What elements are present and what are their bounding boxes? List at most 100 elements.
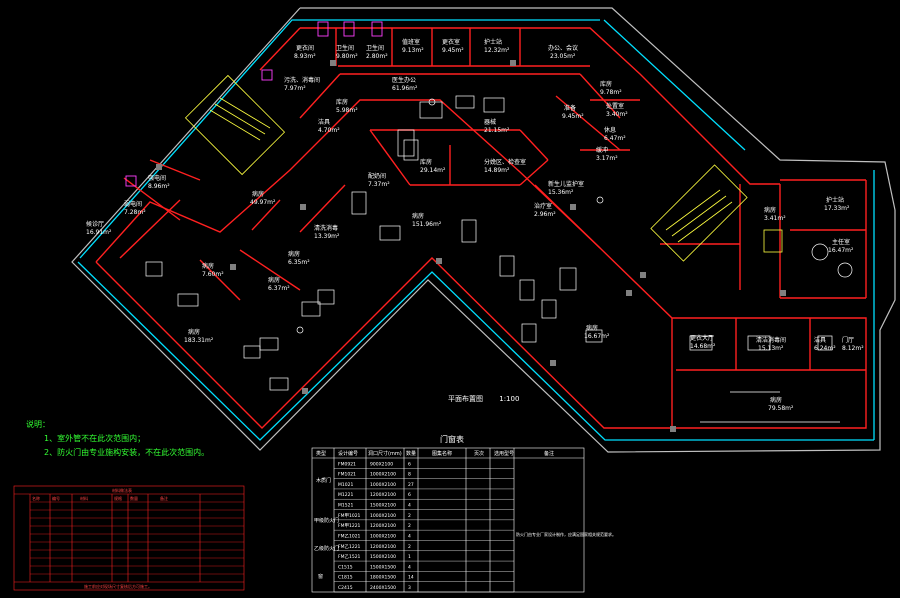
room-label: 缓冲 (596, 146, 608, 154)
room-area: 9.80m² (336, 53, 358, 60)
material-table-header: 规格 (114, 495, 122, 501)
table-header-count: 数量 (406, 450, 416, 457)
table-header-code: 设计编号 (338, 450, 358, 457)
room-label: 污洗、消毒间 (284, 76, 320, 84)
plan-title: 平面布置图 1:100 (448, 394, 519, 404)
room-label: 更衣大厅 (690, 334, 714, 342)
room-label: 库房 (336, 98, 348, 106)
room-label: 配奶间 (368, 172, 386, 180)
room-label: 休息 (604, 126, 616, 134)
room-labels: 更衣间 8.93m² 卫生间 9.80m² 卫生间 2.80m² 值班室 9.1… (86, 38, 864, 412)
room-label: 治疗室 (534, 202, 552, 210)
room-label: 清洁消毒间 (756, 336, 786, 344)
table-cell: 27 (408, 482, 414, 488)
room-area: 3.41m² (764, 215, 786, 222)
table-cell: 1000X2100 (370, 472, 396, 478)
table-cell: 2 (408, 513, 411, 519)
room-area: 13.39m² (314, 233, 340, 240)
table-cell: 1000X2100 (370, 482, 396, 488)
table-cell: 1500X1500 (370, 564, 396, 570)
table-cell: FM乙1021 (338, 532, 361, 539)
room-area: 15.13m² (758, 345, 784, 352)
room-label: 候诊厅 (86, 220, 104, 228)
room-area: 151.96m² (412, 221, 442, 228)
table-group-label: 木质门 (316, 477, 331, 484)
room-area: 6.35m² (288, 259, 310, 266)
table-cell: C1515 (338, 564, 353, 570)
room-area: 6.47m² (604, 135, 626, 142)
table-cell: FM乙1221 (338, 543, 361, 550)
room-label: 分娩区、检查室 (484, 158, 526, 166)
table-cell: 1200X2100 (370, 523, 396, 529)
material-table-header: 材料 (80, 495, 88, 501)
notes-heading: 说明： (26, 420, 50, 429)
room-area: 8.93m² (294, 53, 316, 60)
room-label: 新生儿监护室 (548, 180, 584, 188)
room-area: 15.36m² (548, 189, 574, 196)
room-label: 卫生间 (336, 44, 354, 52)
table-cell: FM甲1221 (338, 523, 361, 529)
room-area: 14.68m² (690, 343, 716, 350)
room-label: 主任室 (832, 238, 850, 246)
room-label: 处置室 (606, 102, 624, 110)
room-label: 门厅 (842, 336, 854, 344)
room-label: 护士站 (826, 196, 844, 204)
room-label: 病房 (764, 206, 776, 214)
room-label: 办公、会议 (548, 44, 578, 52)
door-table-title: 门窗表 (440, 435, 464, 444)
table-cell: 4 (408, 533, 411, 539)
room-area: 9.45m² (562, 113, 584, 120)
room-area: 79.58m² (768, 405, 794, 412)
table-cell: 1000X2100 (370, 513, 396, 519)
material-table (13, 485, 245, 591)
room-label: 准备 (564, 104, 576, 112)
material-table-header: 编号 (52, 495, 60, 501)
room-label: 库房 (420, 158, 432, 166)
room-area: 17.33m² (824, 205, 850, 212)
table-cell: FM1021 (338, 472, 356, 478)
table-cell: FM乙1521 (338, 553, 361, 560)
room-area: 16.67m² (584, 333, 610, 340)
table-cell: 8 (408, 472, 411, 478)
table-cell: 1500X2100 (370, 554, 396, 560)
material-table-rows (30, 501, 244, 575)
notes-block: 说明： 1、室外管不在此次范围内； 2、防火门由专业施构安装，不在此次范围内。 (14, 418, 209, 460)
room-label: 更衣室 (442, 38, 460, 46)
sanitary-fixtures (125, 21, 383, 187)
room-area: 16.91m² (86, 229, 112, 236)
table-cell: 2 (408, 544, 411, 550)
room-area: 9.13m² (402, 47, 424, 54)
room-label: 洁具 (814, 336, 826, 344)
room-label: 病房 (586, 324, 598, 332)
table-cell: C1815 (338, 575, 353, 581)
table-cell: 1000X2100 (370, 533, 396, 539)
room-area: 8.12m² (842, 345, 864, 352)
table-group-label: 甲级防火门 (314, 517, 339, 524)
material-table-header: 数量 (130, 495, 138, 501)
room-area: 2.96m² (534, 211, 556, 218)
room-label: 病房 (268, 276, 280, 284)
room-label: 清洗消毒 (314, 224, 338, 232)
table-cell: 900X2100 (370, 461, 393, 467)
room-area: 14.89m² (484, 167, 510, 174)
room-area: 3.17m² (596, 155, 618, 162)
room-area: 49.97m² (250, 199, 276, 206)
room-area: 23.05m² (550, 53, 576, 60)
room-area: 8.96m² (148, 183, 170, 190)
room-area: 4.70m² (318, 127, 340, 134)
table-cell: 1 (408, 554, 411, 560)
room-label: 更衣间 (296, 44, 314, 52)
table-cell: 4 (408, 503, 411, 509)
table-cell: M1221 (338, 492, 353, 498)
room-area: 12.32m² (484, 47, 510, 54)
note-item: 1、室外管不在此次范围内； (44, 434, 146, 443)
table-cell: 6 (408, 492, 411, 498)
furniture (145, 95, 853, 423)
table-cell: 1500X2100 (370, 503, 396, 509)
table-header-type: 类型 (316, 450, 326, 457)
room-label: 器械 (484, 118, 496, 126)
room-label: 病房 (252, 190, 264, 198)
table-group-label: 乙级防火门 (314, 545, 339, 552)
